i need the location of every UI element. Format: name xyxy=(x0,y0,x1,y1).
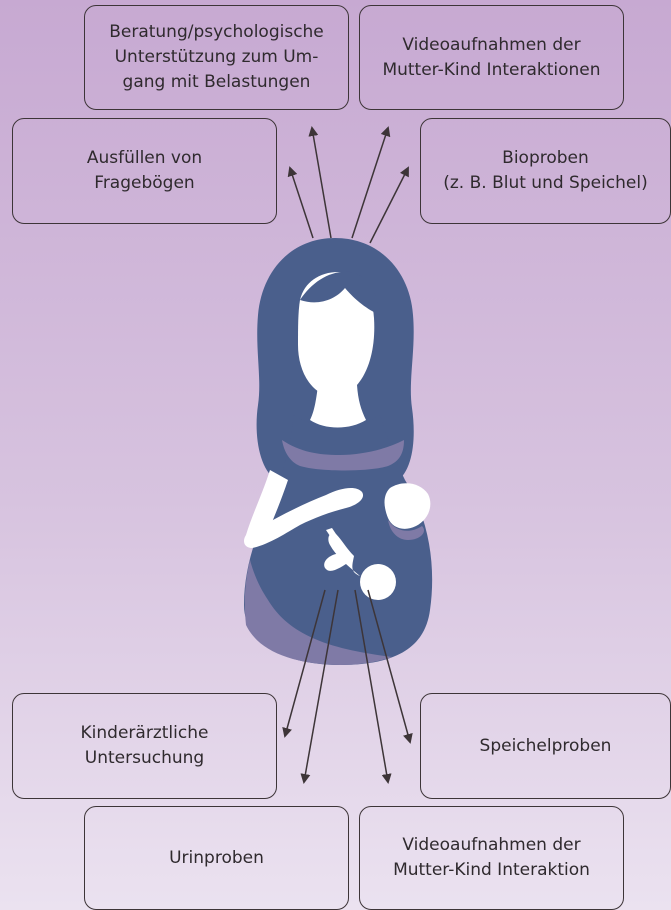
arrow-to-counseling xyxy=(312,128,331,238)
arrow-to-questionnaires xyxy=(290,168,313,238)
arrow-to-video-top xyxy=(352,128,388,238)
arrow-to-bio-samples xyxy=(370,168,408,243)
arrows-up xyxy=(290,128,408,243)
